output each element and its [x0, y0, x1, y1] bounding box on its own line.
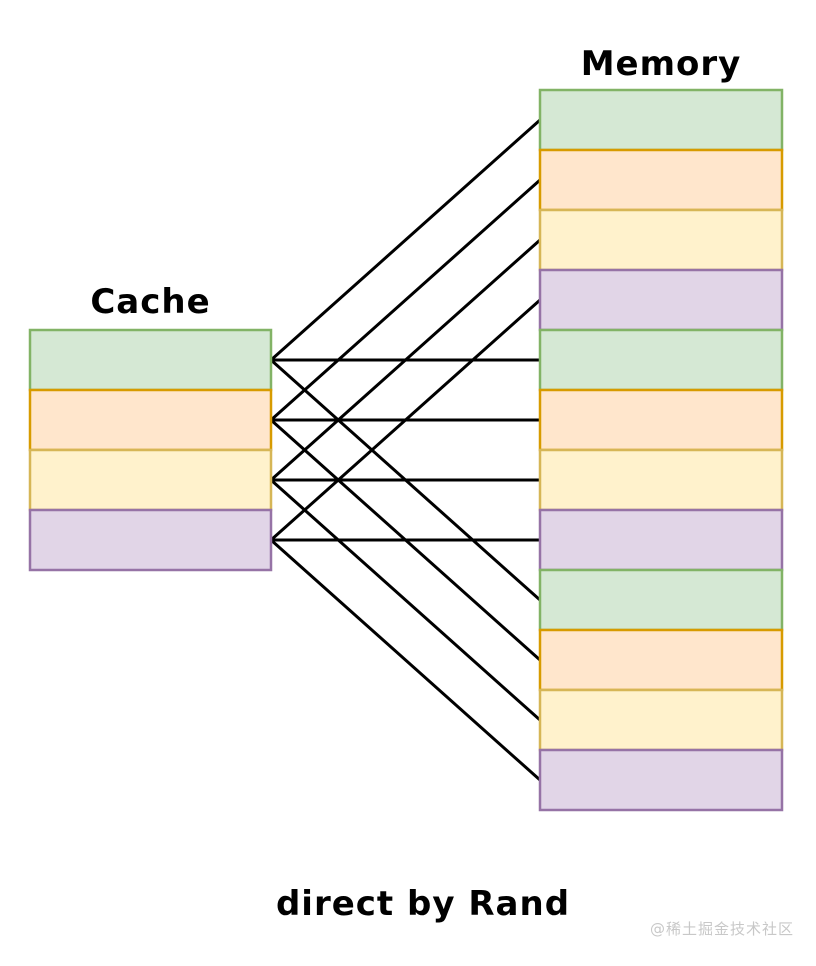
caption-direct-by-rand: direct by Rand — [275, 884, 571, 924]
memory-row-9-orange — [538, 628, 784, 692]
memory-row-5-orange — [538, 388, 784, 452]
memory-row-0-green — [538, 88, 784, 152]
memory-row-8-green — [538, 568, 784, 632]
cache-row-1-orange — [28, 388, 273, 452]
mapping-line-11 — [270, 538, 541, 782]
watermark-juejin: @稀土掘金技术社区 — [649, 920, 794, 938]
memory-row-2-yellow — [538, 208, 784, 272]
memory-row-4-green — [538, 328, 784, 392]
mapping-line-8 — [270, 358, 541, 602]
memory-row-6-yellow — [538, 448, 784, 512]
cache-row-2-yellow — [28, 448, 273, 512]
memory-row-1-orange — [538, 148, 784, 212]
mapping-line-1 — [270, 178, 541, 422]
mapping-line-10 — [270, 478, 541, 722]
cache-row-0-green — [28, 328, 273, 392]
mapping-line-9 — [270, 418, 541, 662]
memory-row-11-purple — [538, 748, 784, 812]
memory-row-3-purple — [538, 268, 784, 332]
memory-title: Memory — [580, 44, 742, 84]
cache-row-3-purple — [28, 508, 273, 572]
memory-row-7-purple — [538, 508, 784, 572]
mapping-line-0 — [270, 118, 541, 362]
cache-title: Cache — [90, 282, 211, 322]
memory-row-10-yellow — [538, 688, 784, 752]
